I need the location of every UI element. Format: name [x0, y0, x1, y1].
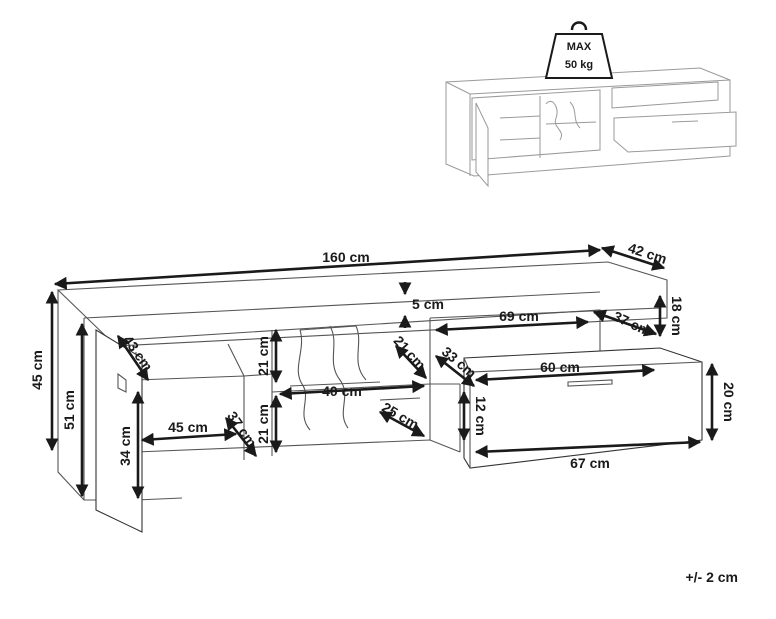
left-lower-height-label: 21 cm	[255, 404, 271, 444]
middle-upper-depth-label: 21 cm	[390, 333, 428, 373]
left-upper-height-label: 21 cm	[255, 336, 271, 376]
drawer-front-height-label: 20 cm	[721, 382, 737, 422]
top-gap-label: 5 cm	[412, 296, 444, 312]
thumbnail-view	[445, 67, 737, 188]
cabinet-body	[56, 261, 703, 533]
height-back-label: 51 cm	[61, 390, 77, 430]
drawer-front-width-label: 67 cm	[570, 455, 610, 471]
middle-lower-depth-label: 25 cm	[379, 399, 421, 433]
drawer-inner-width-label: 60 cm	[540, 359, 580, 375]
weight-line2: 50 kg	[565, 59, 593, 71]
middle-width-label: 40 cm	[322, 383, 362, 399]
height-front-label: 45 cm	[29, 350, 45, 390]
weight-line1: MAX	[567, 41, 592, 53]
weight-icon: MAX 50 kg	[544, 21, 614, 79]
shelf-width-right-label: 69 cm	[499, 308, 539, 324]
dimension-lines	[45, 244, 719, 500]
door-height-label: 34 cm	[117, 426, 133, 466]
width-label: 160 cm	[322, 249, 369, 265]
top-right-height-label: 18 cm	[669, 296, 685, 336]
left-shelf-width-label: 45 cm	[168, 419, 208, 435]
drawer-inner-height-label: 12 cm	[473, 396, 489, 436]
tolerance-note: +/- 2 cm	[685, 569, 738, 585]
